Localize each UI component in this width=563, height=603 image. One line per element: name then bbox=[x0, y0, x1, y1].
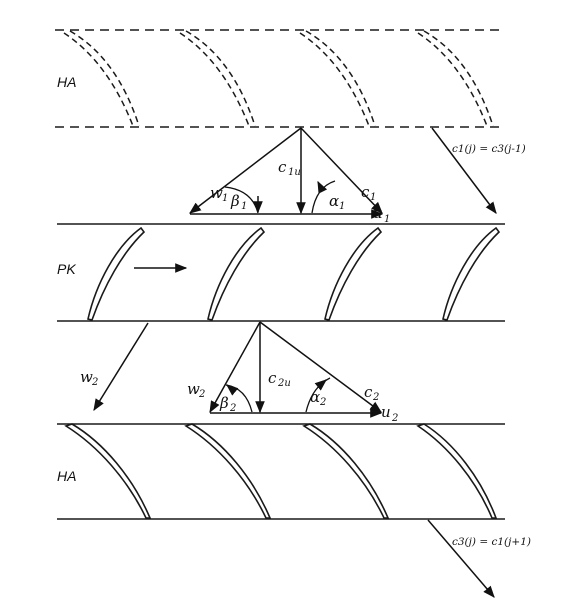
svg-text:1: 1 bbox=[384, 214, 390, 225]
bottom-stator-blades bbox=[64, 423, 498, 519]
label-w2-out: w bbox=[80, 368, 93, 386]
label-alpha1: α bbox=[329, 192, 339, 210]
svg-text:1: 1 bbox=[370, 192, 376, 203]
label-u1: u bbox=[373, 204, 383, 222]
svg-text:2u: 2u bbox=[277, 378, 291, 389]
svg-text:2: 2 bbox=[91, 377, 98, 388]
label-beta1: β bbox=[230, 192, 240, 210]
svg-text:2: 2 bbox=[372, 392, 379, 403]
inlet-velocity-arrow bbox=[431, 127, 497, 214]
label-beta2: β bbox=[219, 394, 229, 412]
bottom-stator-blade bbox=[64, 423, 152, 519]
bottom-stator-blade bbox=[184, 423, 272, 519]
arc-arrow-beta2 bbox=[226, 384, 239, 396]
vector-c2 bbox=[259, 321, 382, 413]
svg-text:1u: 1u bbox=[288, 167, 301, 178]
velocity-triangle-1 bbox=[189, 127, 384, 219]
top-stator-blade bbox=[179, 30, 256, 127]
row-label-top: HA bbox=[57, 74, 76, 90]
outlet-relative-velocity-arrow bbox=[93, 322, 149, 412]
rotor-blade bbox=[442, 226, 501, 321]
top-stator-blade bbox=[299, 30, 376, 127]
arc-arrow-alpha1 bbox=[317, 180, 328, 194]
svg-text:2: 2 bbox=[229, 403, 236, 414]
rotor-blade bbox=[324, 226, 383, 321]
label-c1: c bbox=[361, 183, 370, 201]
bottom-stator-blade bbox=[302, 423, 390, 519]
inlet-note: c1(j) = c3(j-1) bbox=[452, 143, 526, 155]
label-w1: w bbox=[210, 184, 223, 202]
label-c1u: c bbox=[278, 158, 287, 176]
svg-text:1: 1 bbox=[241, 201, 247, 212]
label-c2u: c bbox=[268, 369, 277, 387]
angle-arc-alpha2 bbox=[305, 377, 331, 413]
label-w2: w bbox=[187, 380, 200, 398]
rotor-blade bbox=[207, 226, 266, 321]
rotor-blades bbox=[87, 226, 501, 321]
svg-text:2: 2 bbox=[319, 397, 326, 408]
label-c2: c bbox=[364, 383, 373, 401]
svg-text:1: 1 bbox=[222, 193, 228, 204]
svg-text:1: 1 bbox=[339, 201, 345, 212]
top-stator-blades bbox=[63, 30, 494, 127]
row-label-bottom: HA bbox=[57, 468, 76, 484]
outlet-note: c3(j) = c1(j+1) bbox=[452, 536, 531, 548]
arc-arrow-alpha2 bbox=[314, 379, 327, 391]
label-alpha2: α bbox=[310, 388, 320, 406]
svg-text:2: 2 bbox=[198, 389, 205, 400]
velocity-triangle-2 bbox=[209, 321, 383, 418]
row-label-middle: PK bbox=[57, 261, 76, 277]
rotor-blade bbox=[87, 226, 146, 321]
vector-w1 bbox=[189, 127, 302, 214]
top-stator-blade bbox=[63, 30, 140, 127]
vector-w2 bbox=[209, 321, 261, 414]
vector-c1 bbox=[300, 127, 383, 214]
outlet-velocity-arrow bbox=[427, 519, 495, 598]
svg-text:2: 2 bbox=[391, 413, 398, 424]
bottom-stator-blade bbox=[416, 423, 498, 519]
top-stator-blade bbox=[417, 30, 494, 127]
label-u2: u bbox=[381, 403, 391, 421]
